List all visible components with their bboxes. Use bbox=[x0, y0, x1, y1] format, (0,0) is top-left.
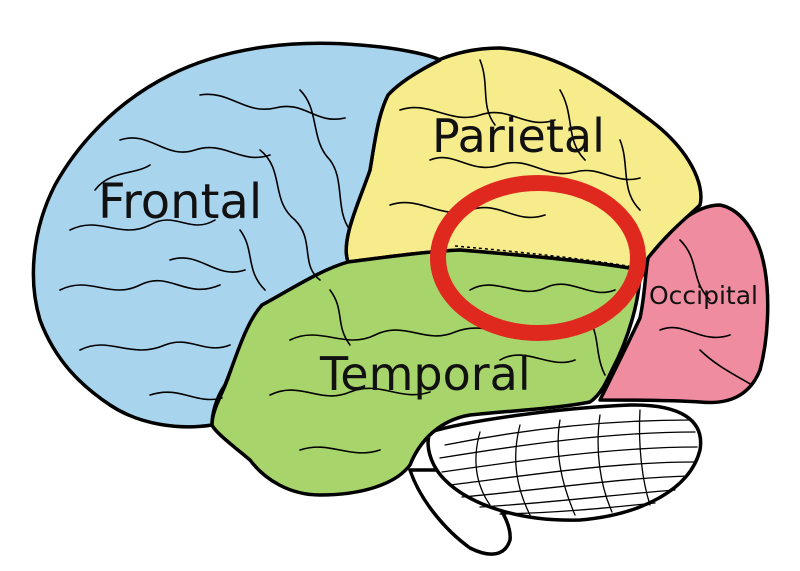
label-frontal: Frontal bbox=[98, 174, 262, 230]
cerebellum bbox=[408, 403, 703, 556]
occipital-lobe bbox=[598, 203, 770, 405]
label-occipital: Occipital bbox=[649, 281, 758, 310]
cerebellum-folia bbox=[439, 409, 698, 516]
temporal-lobe bbox=[210, 248, 642, 497]
highlight-ellipse bbox=[430, 175, 646, 341]
label-temporal: Temporal bbox=[319, 347, 531, 401]
parietal-temporal-boundary bbox=[454, 245, 641, 269]
gyri-lines bbox=[59, 59, 753, 454]
label-parietal: Parietal bbox=[432, 109, 605, 163]
